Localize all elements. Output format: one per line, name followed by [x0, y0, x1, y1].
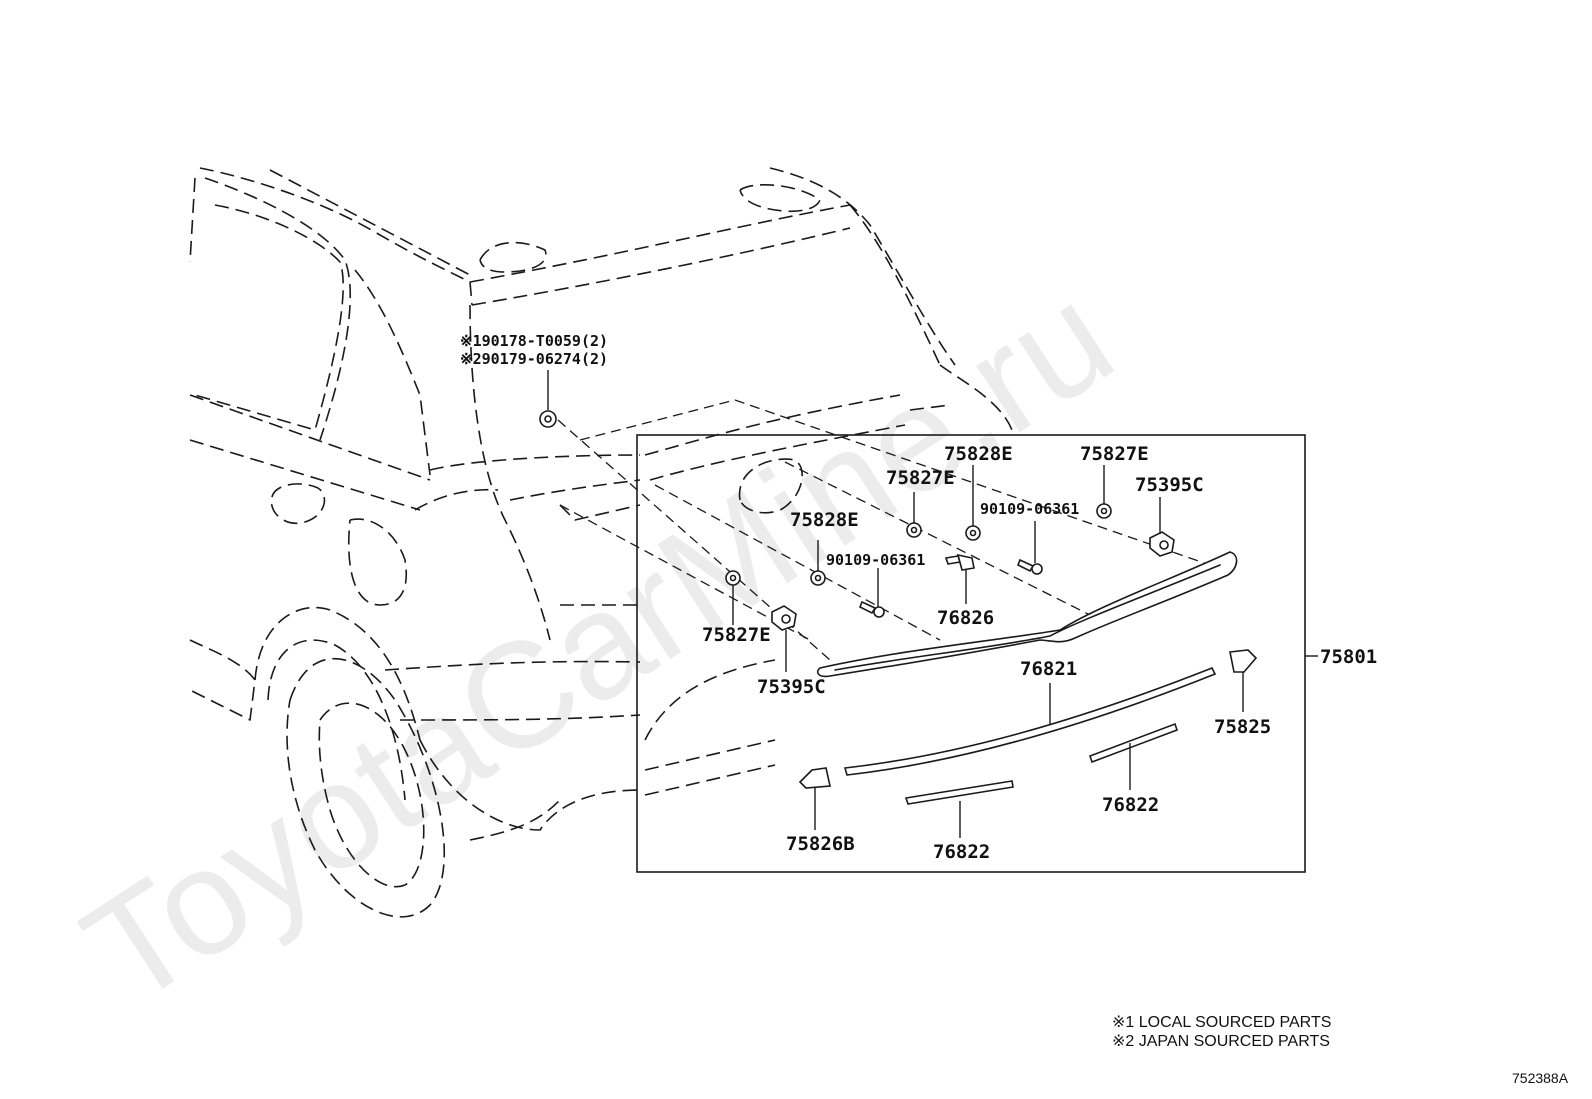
callout-leaders	[547, 370, 1318, 838]
part-label-75828E: 75828E	[790, 509, 859, 531]
molding-76822	[904, 780, 1014, 805]
end-cap-icon	[1229, 649, 1258, 673]
part-label-75827E: 75827E	[1080, 443, 1149, 465]
part-label-76822: 76822	[933, 841, 990, 863]
part-label-90109-06361: 90109-06361	[980, 500, 1079, 518]
washer-icon	[810, 570, 826, 586]
washer-icon	[1096, 503, 1112, 519]
detail-box	[636, 434, 1306, 873]
vehicle-outline	[189, 167, 1013, 918]
part-label-75827E: 75827E	[702, 624, 771, 646]
end-cap-icon	[798, 767, 831, 789]
spoiler-part	[816, 551, 1238, 678]
molding-76822	[1088, 722, 1179, 764]
molding-76821	[843, 666, 1217, 776]
diagram-code: 752388A	[1512, 1070, 1569, 1086]
clip-icon	[1149, 531, 1175, 557]
clip-nut-icon	[539, 410, 557, 428]
part-label-76821: 76821	[1020, 658, 1077, 680]
washer-icon	[906, 522, 922, 538]
mounting-leaders	[557, 399, 1211, 661]
part-note-1: ※190178-T0059(2)	[460, 332, 608, 350]
part-label-90109-06361: 90109-06361	[826, 551, 925, 569]
clip-icon	[771, 605, 797, 631]
part-label-75801: 75801	[1320, 646, 1377, 668]
bracket-icon	[944, 553, 975, 571]
legend-local-sourced: ※1 LOCAL SOURCED PARTS	[1112, 1014, 1331, 1031]
part-note-2: ※290179-06274(2)	[460, 350, 608, 368]
bolt-icon	[1016, 558, 1043, 575]
part-label-75827E: 75827E	[886, 467, 955, 489]
washer-icon	[725, 570, 741, 586]
part-label-76822: 76822	[1102, 794, 1159, 816]
bolt-icon	[858, 600, 885, 618]
washer-icon	[965, 525, 981, 541]
part-label-75828E: 75828E	[944, 443, 1013, 465]
part-label-75395C: 75395C	[1135, 474, 1204, 496]
legend-japan-sourced: ※2 JAPAN SOURCED PARTS	[1112, 1033, 1330, 1050]
part-label-75826B: 75826B	[786, 833, 855, 855]
part-label-76826: 76826	[937, 607, 994, 629]
part-label-75825: 75825	[1214, 716, 1271, 738]
part-label-75395C: 75395C	[757, 676, 826, 698]
